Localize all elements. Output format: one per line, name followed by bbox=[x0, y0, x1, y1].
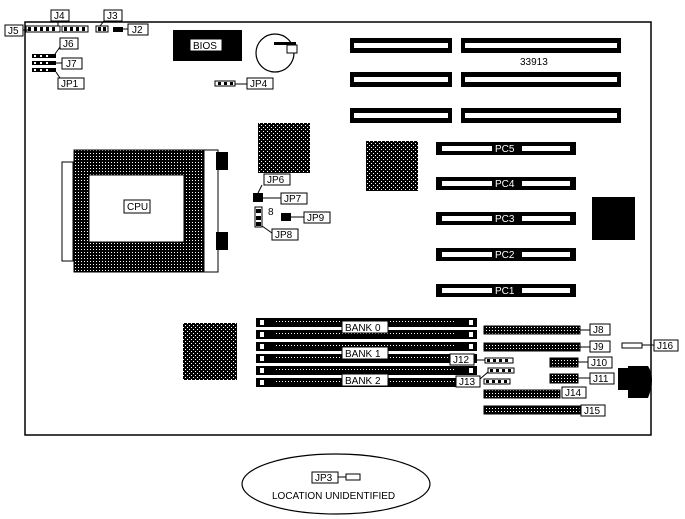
chipset-chip-3 bbox=[592, 197, 635, 240]
jumper-j4: J4 bbox=[50, 9, 70, 26]
board-number: 33913 bbox=[520, 57, 548, 68]
chipset-chip-4 bbox=[183, 323, 237, 380]
jumper-jp1: JP1 bbox=[55, 71, 85, 90]
svg-text:JP4: JP4 bbox=[250, 79, 268, 90]
svg-text:JP6: JP6 bbox=[267, 175, 285, 186]
cpu-label: CPU bbox=[127, 202, 148, 213]
svg-text:J8: J8 bbox=[593, 325, 604, 336]
svg-text:PC5: PC5 bbox=[495, 144, 515, 155]
svg-text:J13: J13 bbox=[459, 377, 476, 388]
svg-text:JP7: JP7 bbox=[284, 194, 302, 205]
pci-slot-pc5: PC5 bbox=[436, 142, 576, 155]
isa-slots bbox=[350, 38, 621, 123]
unidentified-legend: JP3 LOCATION UNIDENTIFIED bbox=[241, 453, 431, 515]
jumper-jp6: JP6 bbox=[257, 173, 291, 194]
svg-text:JP9: JP9 bbox=[307, 213, 325, 224]
connector-j14: J14 bbox=[483, 386, 587, 399]
memory-bank-0: BANK 0 bbox=[256, 318, 477, 339]
svg-text:BANK 2: BANK 2 bbox=[345, 376, 381, 387]
jp9-pin-label: 8 bbox=[268, 207, 274, 218]
svg-text:PC2: PC2 bbox=[495, 250, 515, 261]
jumper-j13: J13 bbox=[455, 367, 515, 388]
pci-slot-pc2: PC2 bbox=[436, 248, 576, 261]
svg-text:PC1: PC1 bbox=[495, 286, 515, 297]
svg-text:J12: J12 bbox=[453, 355, 470, 366]
jumper-j12: J12 bbox=[449, 353, 514, 366]
pci-slot-pc3: PC3 bbox=[436, 212, 576, 225]
svg-text:BANK 1: BANK 1 bbox=[345, 349, 381, 360]
bios-chip: BIOS bbox=[173, 30, 242, 61]
svg-text:PC4: PC4 bbox=[495, 179, 515, 190]
svg-text:JP1: JP1 bbox=[61, 79, 79, 90]
jumper-j7: J7 bbox=[56, 57, 83, 70]
jumper-jp3: JP3 bbox=[315, 473, 333, 484]
connector-j9: J9 bbox=[483, 340, 611, 353]
svg-text:J5: J5 bbox=[8, 26, 19, 37]
svg-text:PC3: PC3 bbox=[495, 214, 515, 225]
jumper-j3: J3 bbox=[99, 9, 123, 27]
cpu-socket: CPU bbox=[61, 149, 228, 273]
svg-text:J10: J10 bbox=[591, 358, 608, 369]
svg-text:J14: J14 bbox=[565, 388, 582, 399]
svg-text:J4: J4 bbox=[54, 11, 65, 22]
battery bbox=[255, 33, 298, 73]
svg-text:JP8: JP8 bbox=[275, 230, 293, 241]
connector-j16: J16 bbox=[621, 339, 679, 352]
keyboard-connector bbox=[618, 366, 652, 398]
svg-text:BANK 0: BANK 0 bbox=[345, 323, 381, 334]
svg-text:J11: J11 bbox=[593, 374, 609, 385]
svg-text:J15: J15 bbox=[584, 406, 601, 417]
jumper-jp4: JP4 bbox=[214, 77, 274, 90]
connector-j11: J11 bbox=[549, 372, 615, 385]
chipset-chip-2 bbox=[366, 141, 418, 191]
svg-text:J3: J3 bbox=[107, 11, 118, 22]
chipset-chip-1 bbox=[258, 123, 310, 173]
jumper-jp7: JP7 bbox=[263, 192, 308, 205]
svg-text:J7: J7 bbox=[66, 59, 77, 70]
svg-text:J9: J9 bbox=[593, 342, 604, 353]
unidentified-caption: LOCATION UNIDENTIFIED bbox=[272, 491, 395, 502]
svg-text:J2: J2 bbox=[132, 25, 143, 36]
pci-slot-pc1: PC1 bbox=[436, 284, 576, 297]
header-j3-j5 bbox=[25, 25, 123, 33]
svg-text:J16: J16 bbox=[657, 341, 674, 352]
jumper-jp9: JP9 bbox=[291, 211, 331, 224]
connector-j8: J8 bbox=[483, 323, 611, 336]
jumper-j2: J2 bbox=[123, 23, 149, 36]
jumper-jp8: JP8 bbox=[261, 225, 299, 241]
svg-text:J6: J6 bbox=[63, 39, 74, 50]
connector-j15: J15 bbox=[483, 404, 606, 417]
memory-bank-1: BANK 1 bbox=[256, 342, 477, 363]
header-j6-jp1 bbox=[32, 54, 56, 72]
jumper-block-jp6-jp9: 8 bbox=[253, 193, 291, 228]
jumper-j5: J5 bbox=[4, 24, 28, 37]
pci-slot-pc4: PC4 bbox=[436, 177, 576, 190]
memory-bank-2: BANK 2 bbox=[256, 366, 477, 387]
jumper-j6: J6 bbox=[54, 37, 79, 55]
connector-j10: J10 bbox=[549, 356, 613, 369]
svg-text:BIOS: BIOS bbox=[193, 41, 217, 52]
